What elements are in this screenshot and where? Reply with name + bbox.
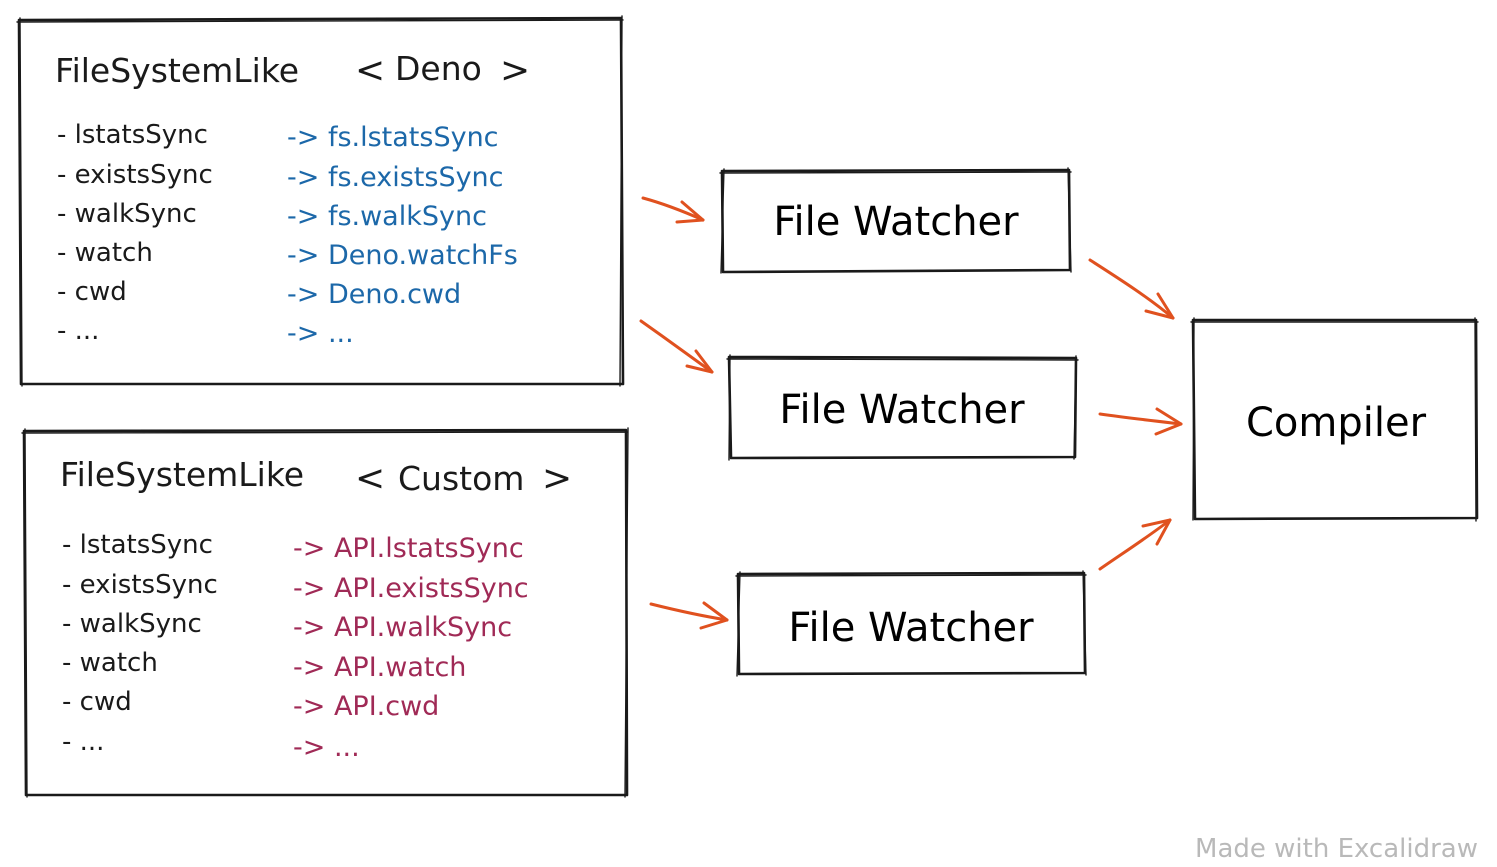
panel-custom-variant: Custom (398, 459, 524, 498)
panel-deno-mapping: -> fs.lstatsSync (287, 122, 499, 153)
arrow-watcher-1-to-compiler (1088, 258, 1175, 320)
panel-custom-mapping: -> API.watch (293, 652, 466, 683)
panel-deno-mapping: -> Deno.watchFs (287, 240, 518, 271)
panel-deno-method-list: - lstatsSync - existsSync - walkSync - w… (57, 120, 213, 346)
panel-deno-item: - watch (57, 238, 153, 268)
panel-custom-mapping: -> API.lstatsSync (293, 533, 524, 564)
file-watcher-node-1: File Watcher (719, 167, 1072, 274)
panel-deno-mapping: -> ... (287, 318, 354, 349)
filesystem-panel-deno: FileSystemLike < Deno > - lstatsSync - e… (16, 15, 625, 387)
compiler-label: Compiler (1246, 400, 1427, 446)
panel-custom-mapping: -> API.existsSync (293, 573, 529, 604)
panel-deno-title: FileSystemLike (55, 51, 299, 90)
file-watcher-label: File Watcher (788, 605, 1034, 651)
panel-custom-item: - walkSync (62, 609, 202, 639)
panel-custom-title: FileSystemLike (60, 455, 304, 494)
panel-deno-mapping: -> fs.walkSync (287, 201, 487, 232)
panel-custom-item: - ... (62, 727, 104, 757)
panel-custom-open-bracket: < (355, 458, 385, 499)
compiler-node: Compiler (1190, 317, 1479, 522)
panel-custom-item: - existsSync (62, 570, 218, 600)
panel-custom-item: - watch (62, 648, 158, 678)
file-watcher-node-3: File Watcher (735, 570, 1087, 677)
filesystem-panel-custom: FileSystemLike < Custom > - lstatsSync -… (21, 427, 629, 798)
arrow-custom-to-watcher-3 (649, 601, 729, 630)
file-watcher-label: File Watcher (779, 387, 1025, 433)
panel-custom-close-bracket: > (542, 458, 572, 499)
panel-deno-mapping: -> Deno.cwd (287, 279, 461, 310)
file-watcher-label: File Watcher (773, 199, 1019, 245)
panel-custom-mapping: -> ... (293, 732, 360, 763)
panel-custom-method-list: - lstatsSync - existsSync - walkSync - w… (62, 530, 218, 757)
file-watcher-node-2: File Watcher (726, 354, 1079, 461)
panel-deno-close-bracket: > (500, 50, 530, 91)
arrow-deno-to-watcher-2 (639, 319, 714, 374)
panel-deno-item: - cwd (57, 277, 127, 307)
panel-deno-item: - existsSync (57, 160, 213, 190)
excalidraw-watermark: Made with Excalidraw (1195, 834, 1478, 864)
panel-deno-open-bracket: < (355, 50, 385, 91)
panel-deno-item: - ... (57, 316, 99, 346)
panel-custom-mapping: -> API.walkSync (293, 612, 512, 643)
arrow-watcher-3-to-compiler (1098, 518, 1172, 571)
panel-custom-item: - cwd (62, 687, 132, 717)
panel-deno-variant: Deno (395, 49, 482, 88)
panel-custom-mapping-list: -> API.lstatsSync -> API.existsSync -> A… (293, 533, 529, 763)
panel-custom-item: - lstatsSync (62, 530, 213, 560)
arrow-deno-to-watcher-1 (641, 196, 705, 224)
panel-deno-item: - lstatsSync (57, 120, 208, 150)
panel-custom-mapping: -> API.cwd (293, 691, 439, 722)
panel-deno-mapping: -> fs.existsSync (287, 162, 504, 193)
panel-deno-mapping-list: -> fs.lstatsSync -> fs.existsSync -> fs.… (287, 122, 518, 349)
panel-deno-item: - walkSync (57, 199, 197, 229)
arrow-watcher-2-to-compiler (1098, 407, 1183, 436)
